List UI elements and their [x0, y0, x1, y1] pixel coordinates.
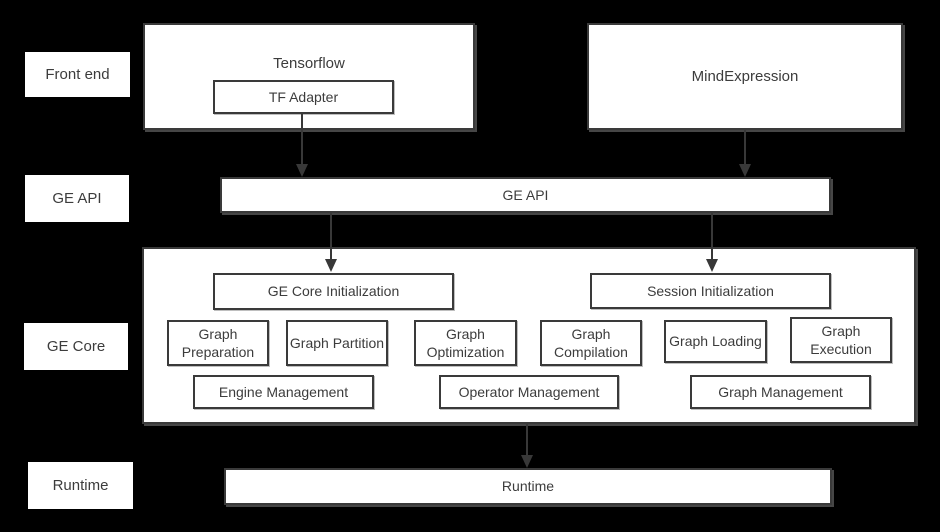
row-label-runtime: Runtime [28, 462, 133, 509]
row-label-front-end: Front end [25, 52, 130, 97]
engine-management-box: Engine Management [193, 375, 374, 409]
session-initialization-box: Session Initialization [590, 273, 831, 309]
arrow-stem [711, 213, 713, 259]
row-label-ge-api: GE API [25, 175, 129, 222]
ge-api-bar: GE API [220, 177, 831, 213]
arrow-stem [330, 213, 332, 259]
graph-compilation-box: Graph Compilation [540, 320, 642, 366]
graph-management-box: Graph Management [690, 375, 871, 409]
arrow-ge-api-to-ge-core-init [324, 213, 338, 272]
arrow-head-icon [739, 164, 751, 177]
ge-core-initialization-box: GE Core Initialization [213, 273, 454, 310]
runtime-bar: Runtime [224, 468, 832, 505]
arrow-head-icon [706, 259, 718, 272]
graph-optimization-box: Graph Optimization [414, 320, 517, 366]
arrow-head-icon [325, 259, 337, 272]
graph-execution-box: Graph Execution [790, 317, 892, 363]
arrow-ge-api-to-session-init [705, 213, 719, 272]
arrow-tf-adapter-to-ge-api [295, 114, 309, 177]
operator-management-box: Operator Management [439, 375, 619, 409]
arrow-stem [526, 424, 528, 455]
graph-partition-box: Graph Partition [286, 320, 388, 366]
graph-preparation-box: Graph Preparation [167, 320, 269, 366]
arrow-stem [301, 114, 303, 164]
arrow-head-icon [521, 455, 533, 468]
arrow-stem [744, 130, 746, 164]
tf-adapter-box: TF Adapter [213, 80, 394, 114]
mindexpression-box: MindExpression [587, 23, 903, 130]
graph-loading-box: Graph Loading [664, 320, 767, 363]
row-label-ge-core: GE Core [24, 323, 128, 370]
arrow-head-icon [296, 164, 308, 177]
arrow-ge-core-to-runtime [520, 424, 534, 468]
tensorflow-label: Tensorflow [273, 54, 345, 72]
arrow-mindexpression-to-ge-api [738, 130, 752, 177]
